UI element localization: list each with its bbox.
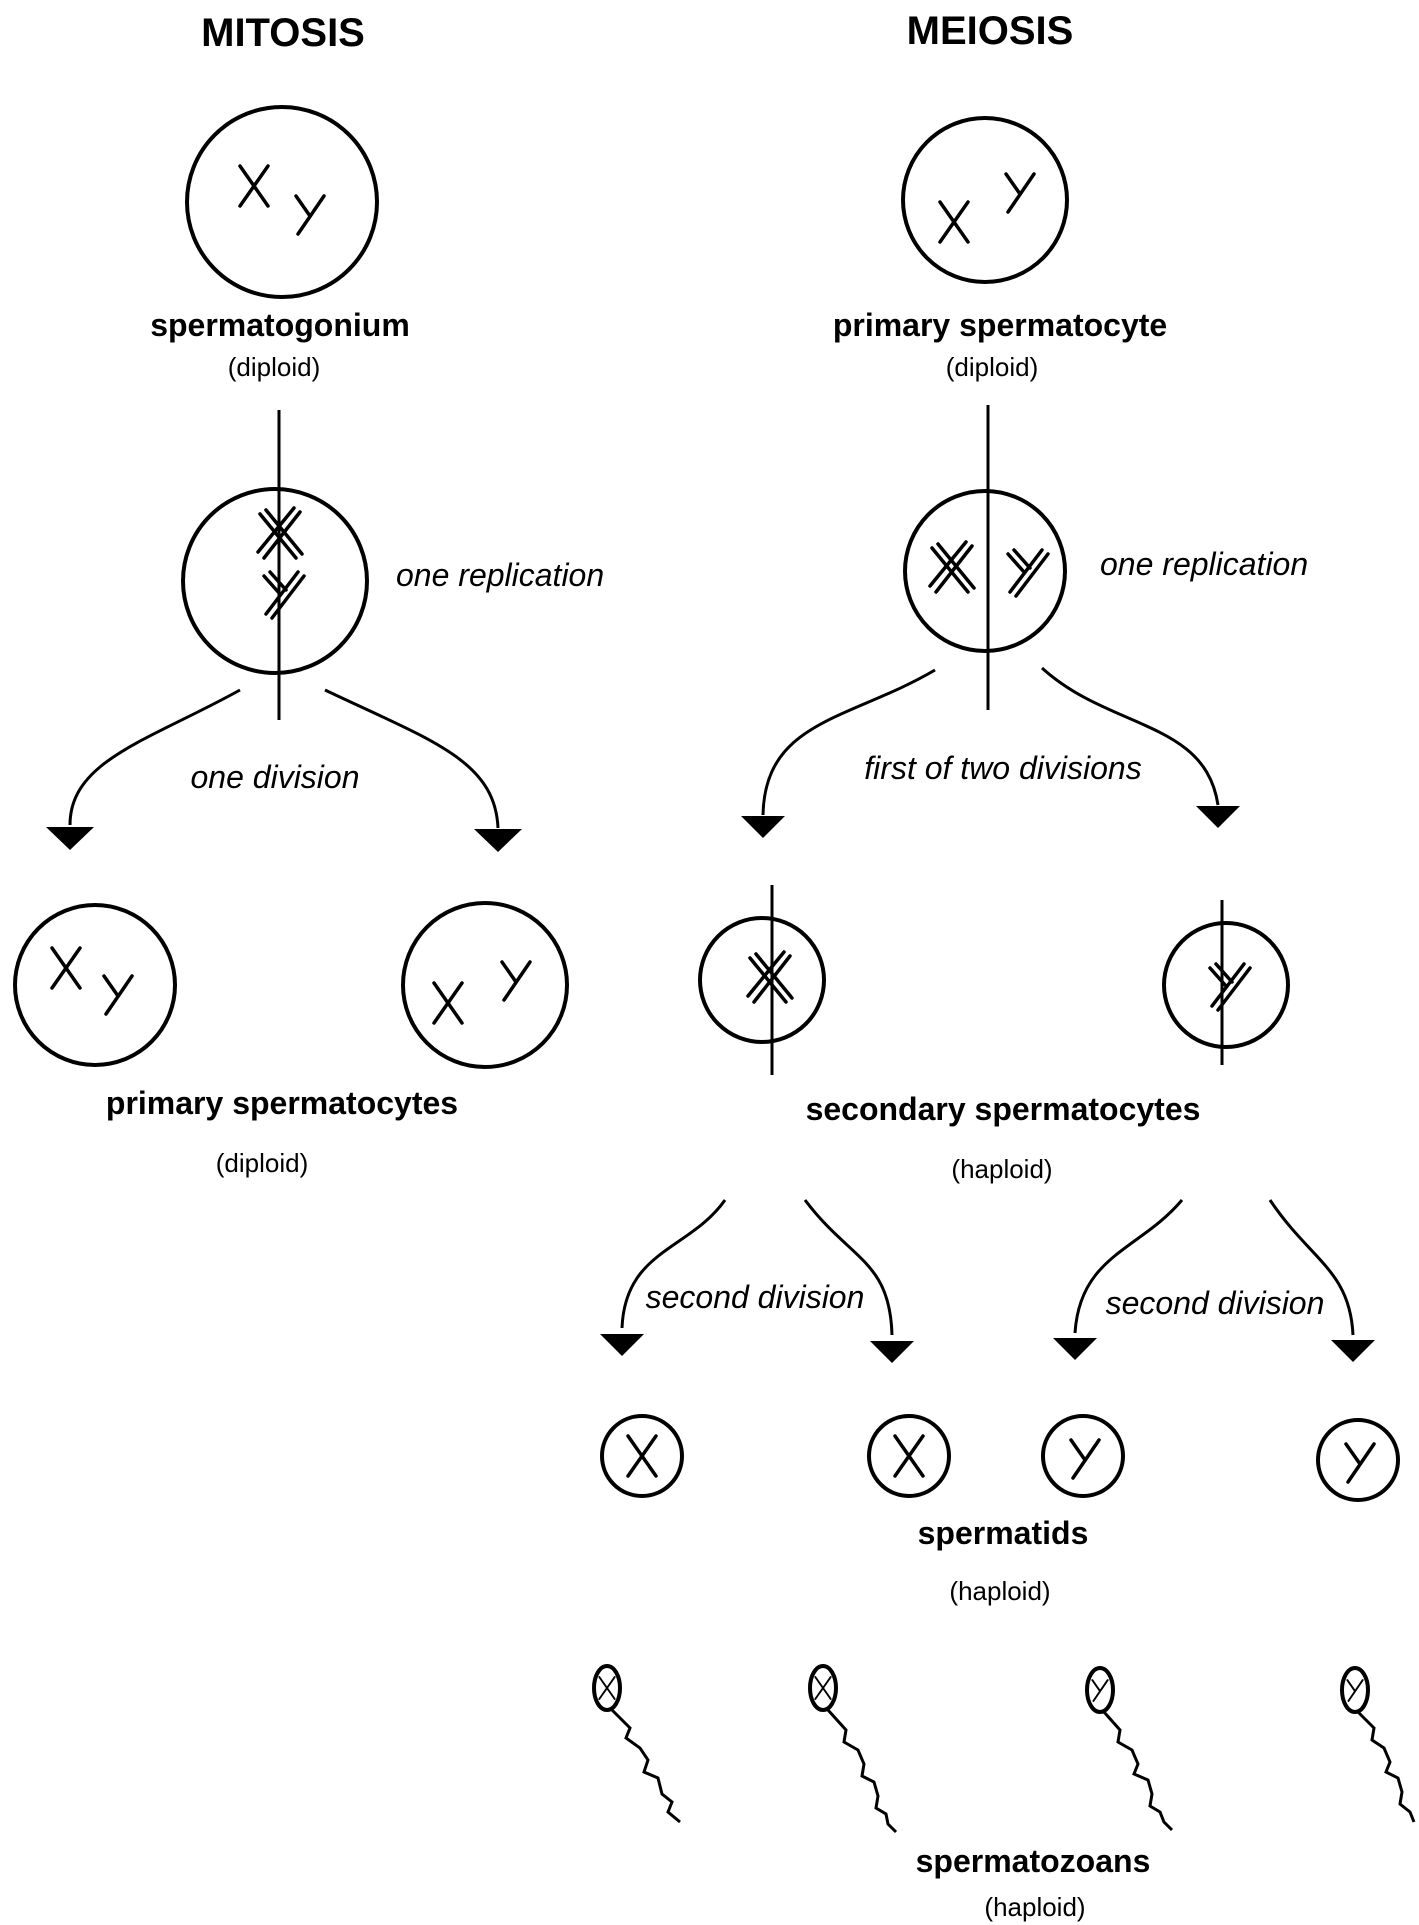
spermatogonium-ploidy: (diploid) xyxy=(228,352,321,382)
second-division-note-left: second division xyxy=(646,1279,865,1315)
primary-spermatocyte-ploidy: (diploid) xyxy=(946,352,1039,382)
second-division-arrowhead-1 xyxy=(600,1334,644,1356)
second-division-arrow-2 xyxy=(803,1199,894,1336)
meiosis-replicated-cell xyxy=(903,489,1067,653)
second-division-arrowhead-3 xyxy=(1053,1338,1097,1360)
meiosis-first-division-note: first of two divisions xyxy=(864,750,1141,786)
meiosis-arrowhead-left xyxy=(741,816,785,838)
spermatogonium-label: spermatogonium xyxy=(150,307,410,343)
secondary-spermatocyte-left xyxy=(698,885,826,1075)
mitosis-arrowhead-left xyxy=(46,827,94,850)
spermatozoan-3 xyxy=(1085,1666,1174,1832)
spermatids-ploidy: (haploid) xyxy=(949,1576,1050,1606)
mitosis-replication-note: one replication xyxy=(396,557,604,593)
second-division-arrow-4 xyxy=(1268,1199,1355,1336)
meiosis-arrowhead-right xyxy=(1196,806,1240,828)
spermatozoan-1 xyxy=(592,1664,681,1824)
meiosis-first-division-arrow-left xyxy=(761,668,936,816)
second-division-arrow-3 xyxy=(1073,1199,1184,1334)
meiosis-first-division-arrow-right xyxy=(1040,666,1220,806)
mitosis-daughter-cell-left xyxy=(13,903,177,1067)
primary-spermatocyte-label: primary spermatocyte xyxy=(833,307,1167,343)
mitosis-replicated-cell xyxy=(181,487,369,675)
mitosis-division-note: one division xyxy=(191,759,360,795)
spermatogonium-cell xyxy=(185,105,379,299)
spermatids-label: spermatids xyxy=(918,1515,1089,1551)
mitosis-division-arrow-left xyxy=(68,688,241,826)
second-division-arrow-1 xyxy=(620,1199,727,1329)
mitosis-division-arrow-right xyxy=(324,688,500,829)
spermatozoan-4 xyxy=(1340,1666,1416,1823)
spermatid-y-1 xyxy=(1041,1414,1125,1498)
secondary-spermatocyte-right xyxy=(1162,900,1290,1065)
spermatozoans-label: spermatozoans xyxy=(916,1843,1151,1879)
meiosis-heading: MEIOSIS xyxy=(907,9,1074,53)
mitosis-heading: MITOSIS xyxy=(201,11,365,55)
primary-spermatocytes-label: primary spermatocytes xyxy=(106,1085,458,1121)
spermatozoan-2 xyxy=(808,1664,898,1834)
primary-spermatocyte-cell xyxy=(901,116,1069,284)
secondary-spermatocytes-label: secondary spermatocytes xyxy=(806,1091,1201,1127)
secondary-spermatocytes-ploidy: (haploid) xyxy=(951,1154,1052,1184)
spermatid-y-2 xyxy=(1316,1418,1400,1502)
second-division-arrowhead-2 xyxy=(870,1341,914,1363)
meiosis-replication-note: one replication xyxy=(1100,546,1308,582)
second-division-arrowhead-4 xyxy=(1331,1340,1375,1362)
spermatozoans-ploidy: (haploid) xyxy=(984,1892,1085,1922)
spermatid-x-1 xyxy=(600,1414,684,1498)
mitosis-arrowhead-right xyxy=(474,829,522,852)
spermatid-x-2 xyxy=(867,1414,951,1498)
mitosis-daughter-cell-right xyxy=(401,901,569,1069)
primary-spermatocytes-ploidy: (diploid) xyxy=(216,1148,309,1178)
second-division-note-right: second division xyxy=(1106,1285,1325,1321)
